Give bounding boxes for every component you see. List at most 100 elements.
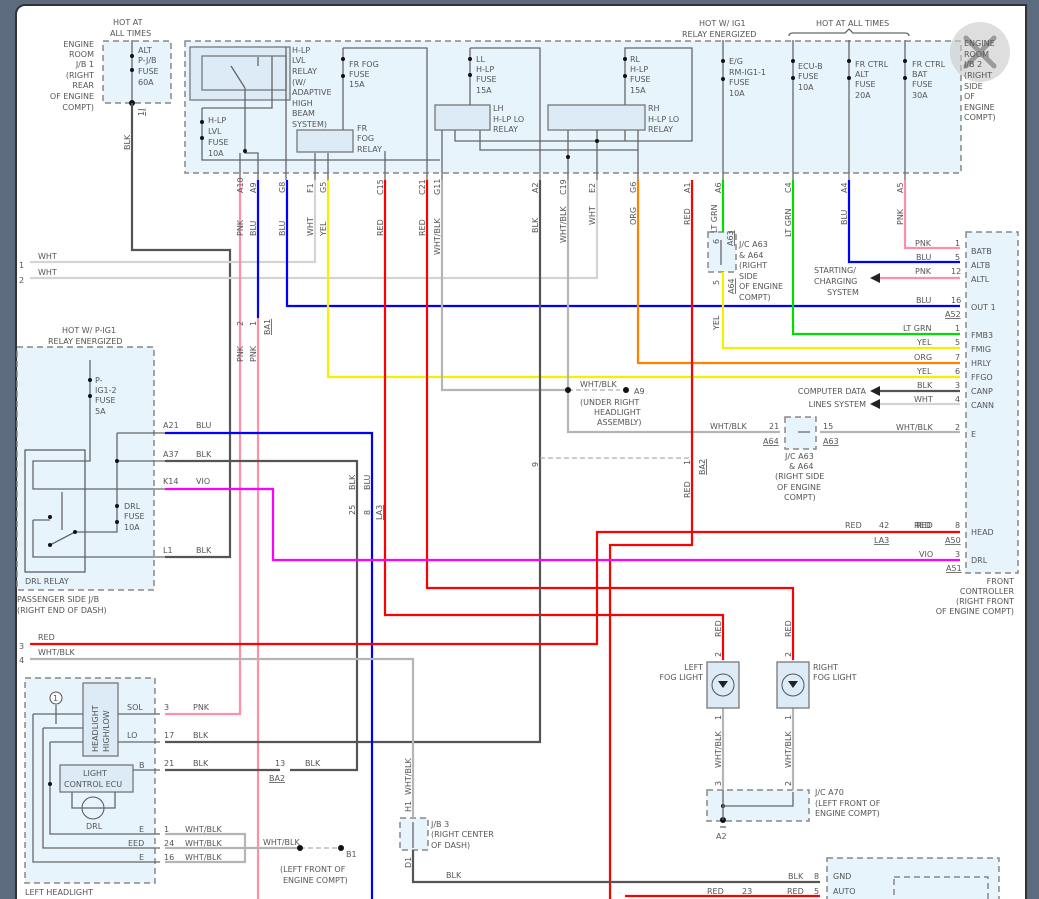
- svg-text:9: 9: [531, 462, 540, 467]
- svg-text:A64: A64: [763, 437, 779, 446]
- svg-text:15: 15: [823, 422, 833, 431]
- svg-text:BLU: BLU: [916, 253, 932, 262]
- svg-text:3: 3: [955, 550, 960, 559]
- svg-text:3: 3: [714, 781, 723, 786]
- jb3-box: [399, 817, 429, 851]
- svg-text:RED: RED: [714, 620, 723, 637]
- svg-text:LT GRN: LT GRN: [784, 208, 793, 237]
- svg-text:RELAY ENERGIZED: RELAY ENERGIZED: [682, 30, 756, 39]
- svg-text:16: 16: [951, 296, 961, 305]
- svg-text:BLK: BLK: [193, 759, 209, 768]
- svg-text:1: 1: [955, 324, 960, 333]
- svg-text:15A: 15A: [630, 86, 646, 95]
- svg-text:FUSE: FUSE: [912, 80, 933, 89]
- svg-text:H-LP: H-LP: [476, 65, 494, 74]
- svg-text:YEL: YEL: [916, 338, 932, 347]
- svg-text:2: 2: [784, 652, 793, 657]
- svg-text:LVL: LVL: [208, 127, 222, 136]
- svg-text:A2: A2: [531, 182, 540, 193]
- fuse-dots: [129, 54, 907, 159]
- svg-text:H-LP: H-LP: [208, 116, 226, 125]
- svg-text:2: 2: [714, 652, 723, 657]
- svg-text:PASSENGER SIDE J/B: PASSENGER SIDE J/B: [17, 595, 99, 604]
- svg-text:J/B 3: J/B 3: [430, 820, 449, 829]
- svg-text:RED: RED: [787, 887, 804, 896]
- svg-text:CHARGING: CHARGING: [814, 277, 857, 286]
- svg-text:STARTING/: STARTING/: [814, 266, 856, 275]
- svg-text:PNK: PNK: [236, 219, 245, 236]
- svg-text:YEL: YEL: [712, 315, 721, 331]
- svg-text:B: B: [139, 761, 145, 770]
- svg-text:DRL RELAY: DRL RELAY: [25, 577, 69, 586]
- svg-text:YEL: YEL: [319, 221, 328, 237]
- svg-text:(RIGHT SIDE: (RIGHT SIDE: [775, 472, 824, 481]
- svg-text:HIGH: HIGH: [292, 99, 313, 108]
- svg-text:RED: RED: [376, 219, 385, 236]
- svg-text:C15: C15: [376, 179, 385, 195]
- svg-text:VIO: VIO: [919, 550, 933, 559]
- svg-text:FUSE: FUSE: [855, 80, 876, 89]
- svg-text:PNK: PNK: [236, 345, 245, 362]
- svg-text:WHT/BLK: WHT/BLK: [896, 423, 933, 432]
- svg-text:BLK: BLK: [917, 381, 933, 390]
- svg-text:HEADLIGHT: HEADLIGHT: [594, 408, 641, 417]
- close-button[interactable]: [950, 22, 1010, 82]
- svg-text:PNK: PNK: [915, 267, 932, 276]
- svg-text:WHT: WHT: [306, 217, 315, 236]
- svg-text:SYSTEM: SYSTEM: [827, 288, 859, 297]
- svg-text:FFGO: FFGO: [971, 373, 993, 382]
- svg-text:P-J/B: P-J/B: [138, 56, 157, 65]
- svg-text:21: 21: [164, 759, 174, 768]
- svg-text:A52: A52: [945, 310, 961, 319]
- svg-text:ALTB: ALTB: [971, 261, 990, 270]
- svg-text:FUSE: FUSE: [798, 72, 819, 81]
- svg-text:F1: F1: [306, 183, 315, 193]
- x-icon: [963, 35, 997, 69]
- svg-text:(UNDER RIGHT: (UNDER RIGHT: [580, 398, 639, 407]
- svg-text:OF: OF: [964, 92, 975, 101]
- svg-text:RH: RH: [648, 104, 660, 113]
- svg-text:HOT AT: HOT AT: [113, 18, 143, 27]
- svg-text:ENGINE COMPT): ENGINE COMPT): [283, 876, 348, 885]
- svg-text:COMPUTER DATA: COMPUTER DATA: [798, 387, 867, 396]
- svg-text:ENGINE: ENGINE: [964, 39, 995, 48]
- svg-text:HOT AT ALL TIMES: HOT AT ALL TIMES: [816, 19, 889, 28]
- svg-text:1: 1: [955, 239, 960, 248]
- svg-text:RELAY ENERGIZED: RELAY ENERGIZED: [48, 337, 122, 346]
- svg-text:LO: LO: [127, 731, 137, 740]
- svg-text:BA2: BA2: [269, 774, 285, 783]
- svg-text:BLK: BLK: [305, 759, 321, 768]
- svg-text:H1: H1: [404, 801, 413, 812]
- svg-text:REAR: REAR: [72, 81, 94, 90]
- svg-text:COMPT): COMPT): [62, 103, 94, 112]
- svg-text:SOL: SOL: [127, 703, 143, 712]
- svg-text:FR CTRL: FR CTRL: [855, 60, 889, 69]
- svg-text:J/C A70: J/C A70: [814, 788, 844, 797]
- svg-text:FMIG: FMIG: [971, 345, 991, 354]
- svg-text:3: 3: [955, 381, 960, 390]
- svg-text:RL: RL: [630, 55, 641, 64]
- svg-text:FOG LIGHT: FOG LIGHT: [659, 673, 703, 682]
- svg-text:FUSE: FUSE: [349, 70, 370, 79]
- svg-text:YEL: YEL: [916, 367, 932, 376]
- svg-text:BLK: BLK: [531, 217, 540, 233]
- svg-text:(RIGHT: (RIGHT: [964, 71, 992, 80]
- svg-text:OUT 1: OUT 1: [971, 303, 996, 312]
- svg-text:(RIGHT: (RIGHT: [66, 71, 94, 80]
- svg-text:RED: RED: [845, 521, 862, 530]
- svg-text:G6: G6: [629, 182, 638, 193]
- svg-text:3: 3: [19, 642, 24, 651]
- svg-text:10A: 10A: [208, 149, 224, 158]
- svg-text:RED: RED: [418, 219, 427, 236]
- svg-text:A21: A21: [163, 421, 179, 430]
- svg-text:8: 8: [363, 510, 372, 515]
- svg-text:WHT/BLK: WHT/BLK: [559, 206, 568, 243]
- jc-a70-internal: [720, 790, 794, 828]
